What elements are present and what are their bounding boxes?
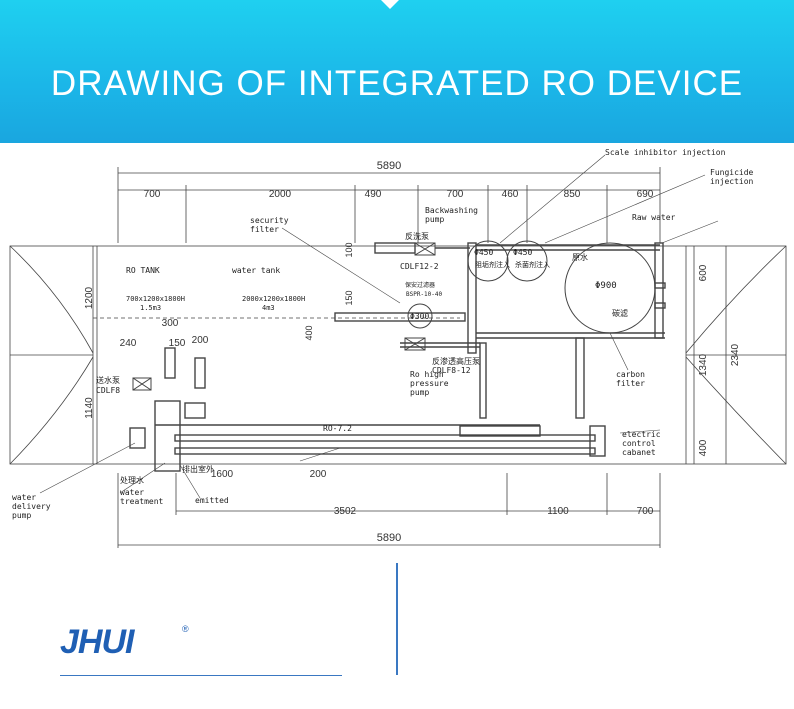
label-security-1: security (250, 216, 289, 225)
label-d-security: Φ300 (410, 312, 429, 321)
dim-right-2: 1340 (698, 353, 709, 376)
dim-top-5: 460 (502, 189, 519, 200)
brand-logo: JHUI ® (60, 622, 190, 662)
label-cn-delivery: 送水泵 (96, 375, 120, 385)
label-cn-ro-pump: 反渗透高压泵 (432, 356, 480, 366)
label-backwash-2: pump (425, 215, 444, 224)
footer-divider-vertical (396, 563, 398, 675)
dim-inner-g: 400 (304, 325, 314, 340)
label-cn-security: 保安过滤器 (405, 281, 435, 289)
label-cn-emitted: 排出室外 (182, 464, 214, 474)
label-ro-high-1: Ro high (410, 370, 444, 379)
dim-top-total: 5890 (377, 160, 401, 172)
label-ro-model: RO-7.2 (323, 424, 352, 433)
label-carbon-1: carbon (616, 370, 645, 379)
dim-bottom-2: 1100 (547, 506, 569, 517)
label-treatment-2: treatment (120, 497, 164, 506)
banner-notch (381, 0, 399, 9)
label-ro-tank: RO TANK (126, 266, 160, 275)
label-carbon-2: filter (616, 379, 645, 388)
page-title: DRAWING OF INTEGRATED RO DEVICE (50, 64, 744, 103)
footer-divider-horizontal (60, 675, 342, 676)
label-cn-scale: 阻垢剂注入 (475, 260, 510, 269)
label-cn-backwash-model: CDLF12-2 (400, 262, 439, 271)
dim-right-1: 600 (698, 264, 709, 281)
dim-top-6: 850 (564, 189, 581, 200)
dim-inner-i: 200 (310, 469, 327, 480)
label-treatment-1: water (120, 488, 144, 497)
label-d-scale: Φ450 (474, 248, 493, 257)
dim-top-1: 700 (144, 189, 161, 200)
label-emitted: emitted (195, 496, 229, 505)
dim-inner-c: 150 (169, 338, 186, 349)
label-scale-inhibitor: Scale inhibitor injection (605, 148, 726, 157)
ro-device-drawing: 5890 700 2000 490 700 460 850 690 3502 1… (0, 143, 794, 563)
dim-inner-f: 150 (344, 290, 354, 305)
logo-registered-mark: ® (182, 624, 189, 634)
dim-top-2: 2000 (269, 189, 292, 200)
label-raw-water: Raw water (632, 213, 676, 222)
label-cn-raw: 原水 (572, 252, 588, 262)
label-ro-high-2: pressure (410, 379, 449, 388)
label-wt-size-2: 4m3 (262, 304, 275, 312)
label-ro-size-2: 1.5m3 (140, 304, 161, 312)
label-electric-1: electric (622, 430, 661, 439)
dim-right-4: 400 (698, 439, 709, 456)
label-ro-high-3: pump (410, 388, 429, 397)
dim-top-7: 690 (637, 189, 654, 200)
label-fungicide-2: injection (710, 177, 754, 186)
header-banner: DRAWING OF INTEGRATED RO DEVICE (0, 0, 794, 143)
dim-inner-a: 300 (162, 318, 179, 329)
dim-bottom-3: 700 (637, 506, 654, 517)
label-delivery-2: delivery (12, 502, 51, 511)
dim-inner-b: 240 (120, 338, 137, 349)
label-electric-3: cabanet (622, 448, 656, 457)
label-cn-ro-pump-model: CDLF8-12 (432, 366, 471, 375)
dim-inner-h: 1600 (211, 469, 234, 480)
label-cn-treatment: 处理水 (120, 475, 144, 485)
drawing-svg: 5890 700 2000 490 700 460 850 690 3502 1… (9, 148, 787, 548)
label-delivery-1: water (12, 493, 36, 502)
label-delivery-3: pump (12, 511, 31, 520)
label-electric-2: control (622, 439, 656, 448)
dim-top-3: 490 (365, 189, 382, 200)
dim-inner-e: 100 (344, 242, 354, 257)
label-d-fungicide: Φ450 (513, 248, 532, 257)
label-cn-fungicide: 杀菌剂注入 (515, 260, 550, 269)
label-security-2: filter (250, 225, 279, 234)
label-water-tank: water tank (232, 266, 280, 275)
label-cn-carbon: 碳滤 (612, 308, 628, 318)
label-model-security: BSPR-10-40 (406, 291, 443, 298)
dim-bottom-1: 3502 (334, 506, 357, 517)
label-ro-size-1: 700x1200x1800H (126, 295, 185, 303)
dim-top-4: 700 (447, 189, 464, 200)
label-cn-delivery-model: CDLF8 (96, 386, 120, 395)
dim-bottom-total: 5890 (377, 532, 401, 544)
label-fungicide-1: Fungicide (710, 168, 754, 177)
label-d-carbon: Φ900 (595, 281, 617, 291)
dim-left-2: 1140 (84, 397, 95, 419)
label-backwash-1: Backwashing (425, 206, 478, 215)
logo-text: JHUI (60, 623, 134, 661)
dim-left-1: 1200 (84, 286, 95, 309)
dim-right-3: 2340 (730, 343, 741, 366)
dim-inner-d: 200 (192, 335, 209, 346)
label-cn-backwash: 反洗泵 (405, 231, 429, 241)
label-wt-size-1: 2000x1200x1800H (242, 295, 305, 303)
